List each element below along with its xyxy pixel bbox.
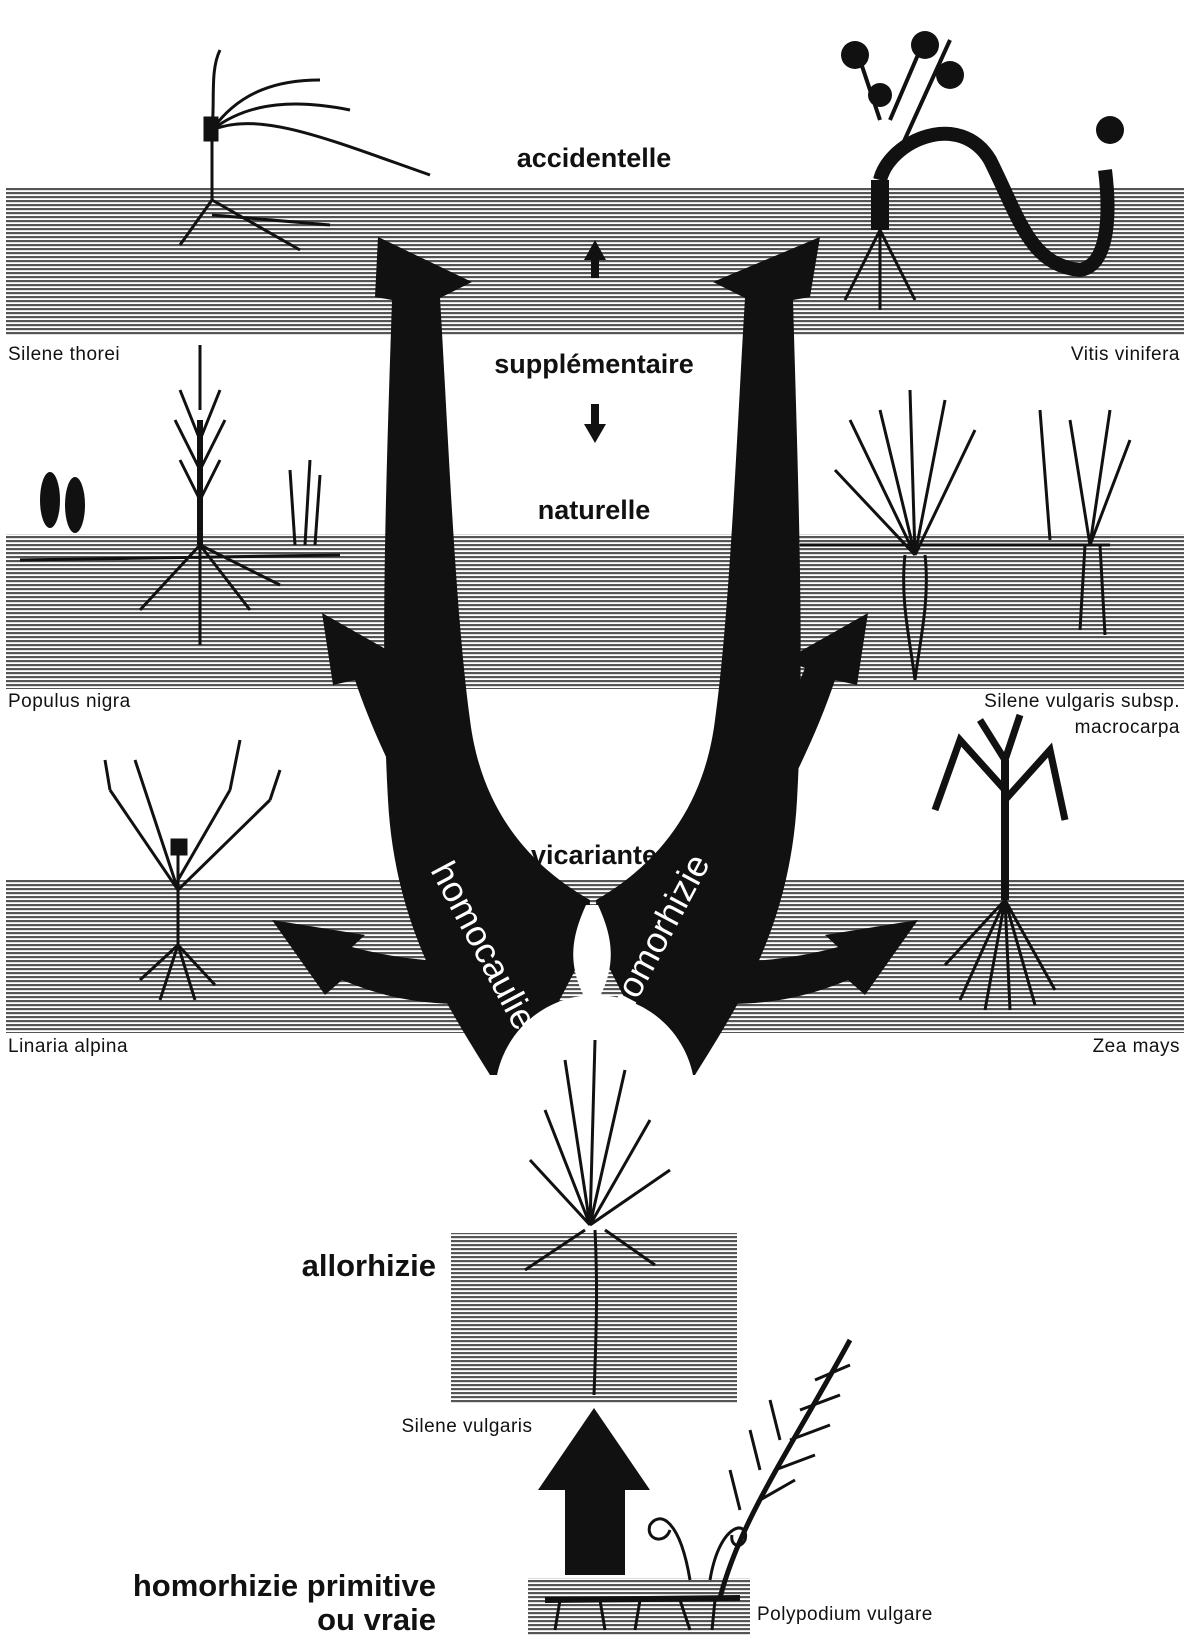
label-populus-nigra: Populus nigra [8,691,131,712]
heading-primitive-line2: ou vraie [317,1602,436,1635]
arrow-down-icon [584,404,606,443]
label-vitis-vinifera: Vitis vinifera [1071,344,1180,365]
label-polypodium-vulgare: Polypodium vulgare [757,1604,933,1625]
heading-allorhizie: allorhizie [302,1248,436,1283]
heading-accidentelle: accidentelle [517,143,672,173]
label-silene-vulgaris-macrocarpa-2: macrocarpa [1075,717,1180,738]
label-silene-thorei: Silene thorei [8,344,120,365]
label-linaria-alpina: Linaria alpina [8,1036,128,1057]
heading-vicariante: vicariante [531,840,657,870]
label-zea-mays: Zea mays [1093,1036,1180,1057]
heading-primitive-line1: homorhizie primitive [133,1568,436,1603]
heading-naturelle: naturelle [538,495,651,525]
label-silene-vulgaris-macrocarpa-1: Silene vulgaris subsp. [984,691,1180,712]
bottom-up-arrow [538,1408,650,1575]
label-silene-vulgaris: Silene vulgaris [401,1416,532,1437]
heading-supplementaire: supplémentaire [494,349,694,379]
